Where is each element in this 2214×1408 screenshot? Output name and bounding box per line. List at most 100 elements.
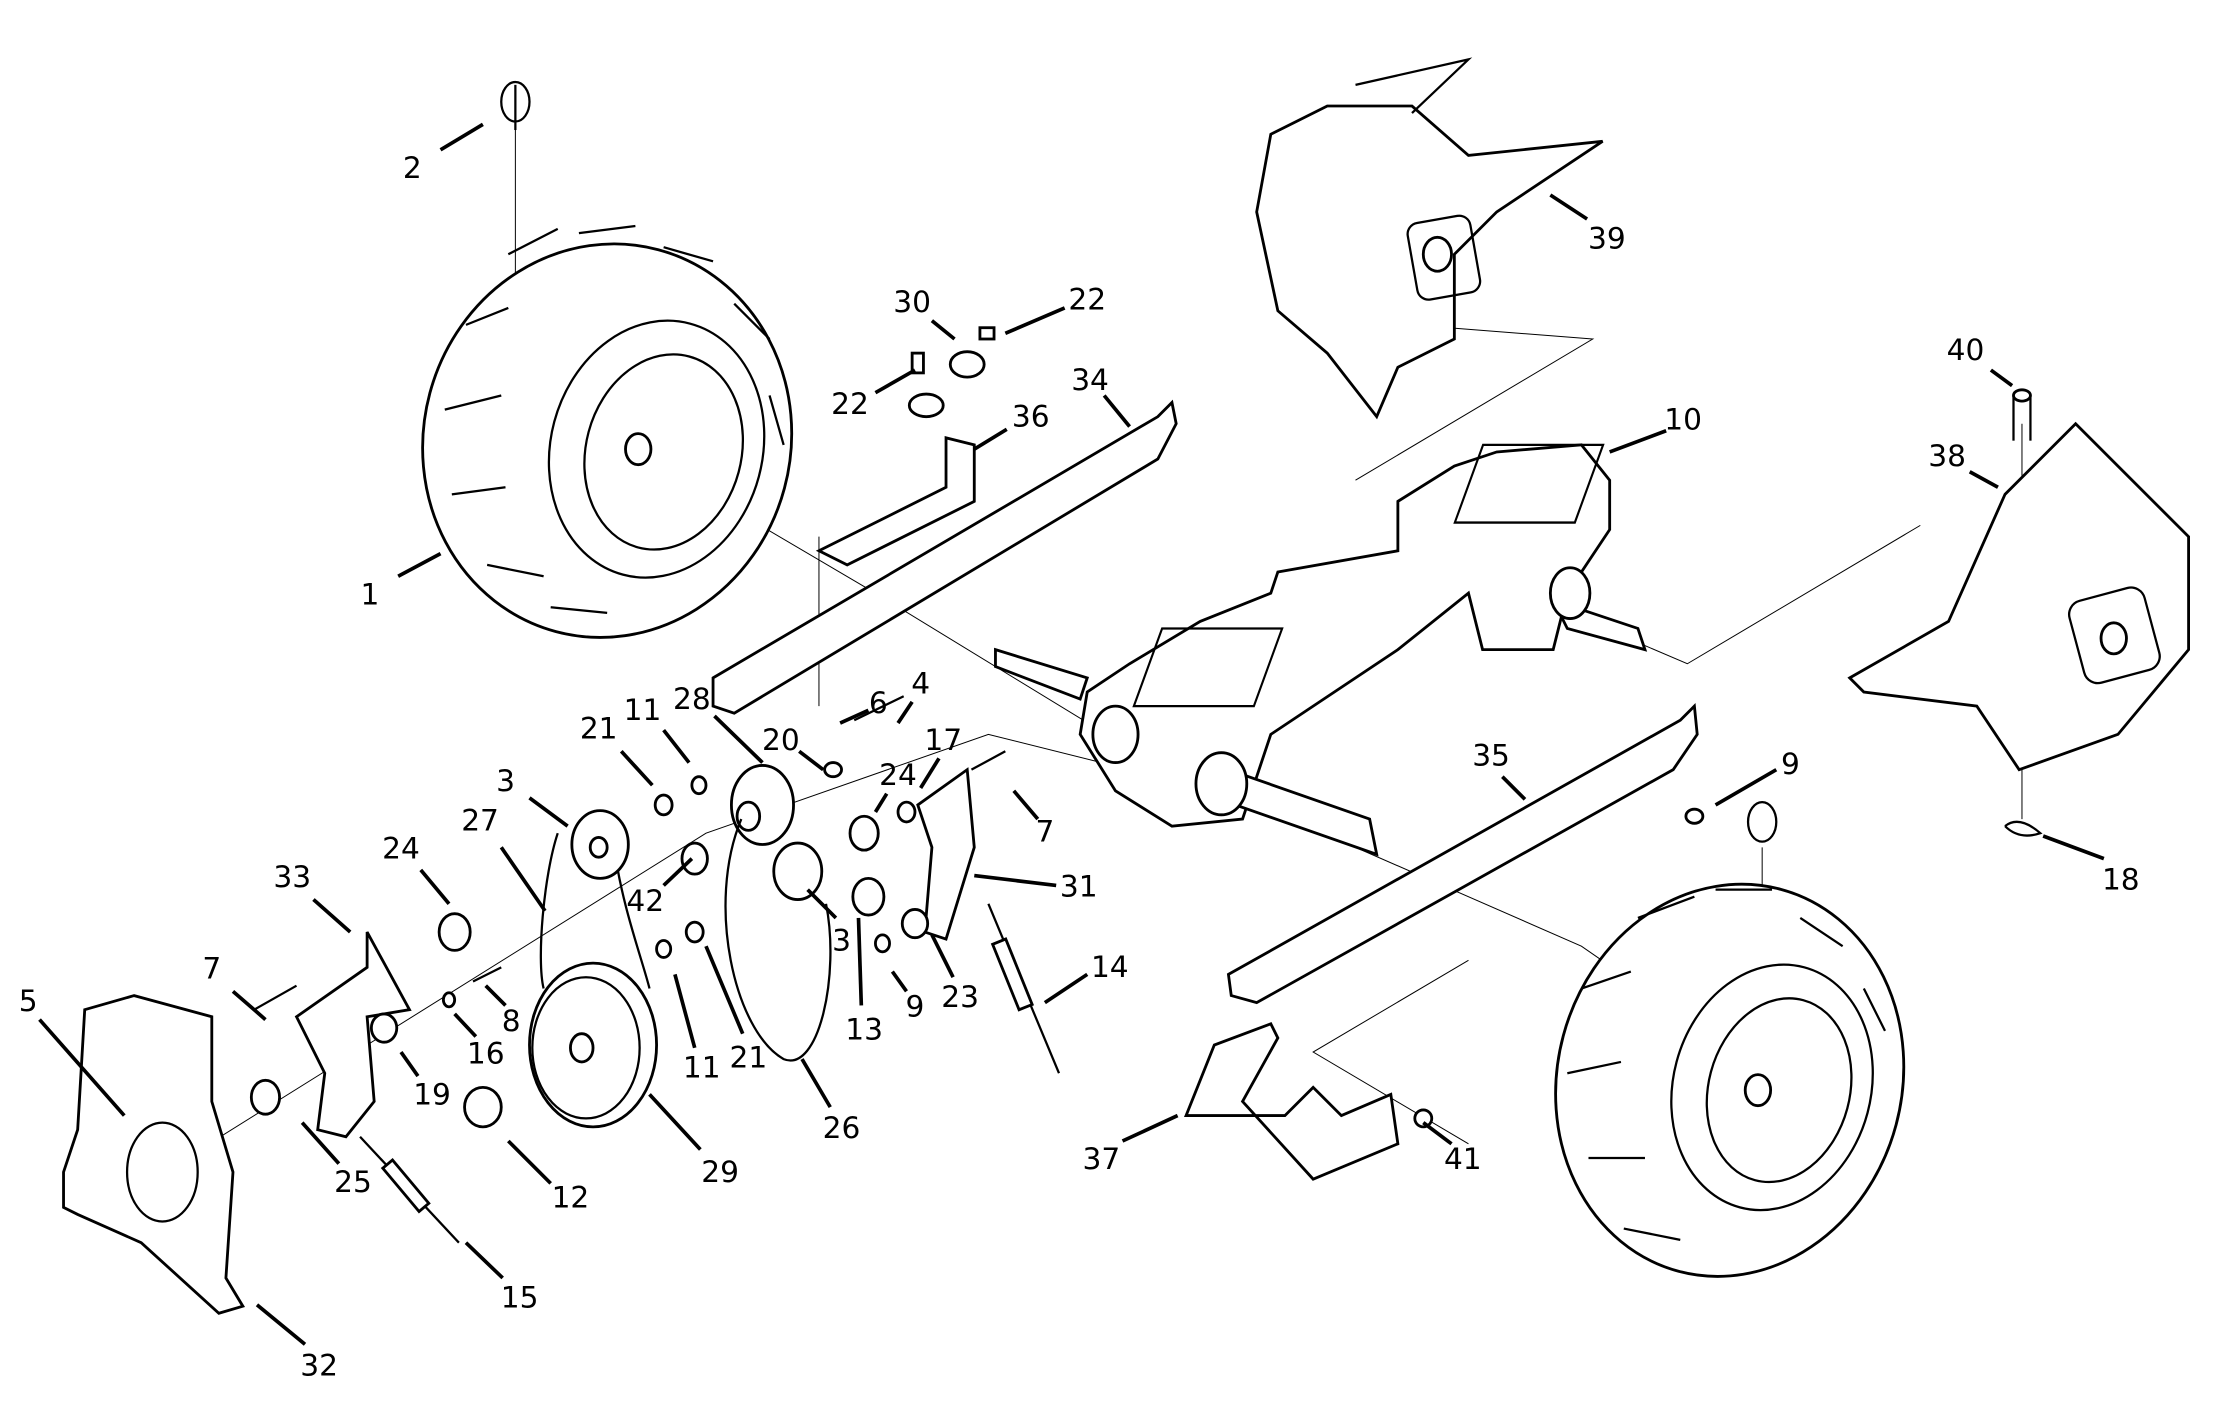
pulley-3	[570, 809, 630, 880]
callout-25: 25	[334, 1164, 372, 1199]
leader-line	[1714, 768, 1778, 807]
callout-24: 24	[382, 831, 420, 866]
leader-line	[484, 984, 507, 1007]
callout-8: 8	[502, 1003, 521, 1038]
callout-32: 32	[300, 1347, 338, 1382]
pulley-28	[729, 764, 795, 846]
leader-line	[464, 1241, 504, 1280]
leader-line	[1609, 429, 1667, 454]
leader-line	[874, 368, 916, 395]
bracket-36	[815, 436, 976, 567]
plate-32	[62, 994, 246, 1315]
leader-line	[439, 122, 484, 152]
frame-bar-35	[1226, 703, 1699, 1005]
callout-36: 36	[1012, 399, 1050, 434]
wheel-left	[421, 224, 794, 639]
callout-14: 14	[1091, 949, 1129, 984]
leader-line	[798, 749, 825, 772]
bracket-33	[294, 931, 412, 1139]
callout-40: 40	[1947, 332, 1985, 367]
leader-line	[1121, 1113, 1179, 1143]
callout-17: 17	[924, 722, 962, 757]
leader-line	[930, 934, 955, 979]
leader-line	[1501, 775, 1527, 801]
callout-5: 5	[19, 983, 38, 1018]
callout-23: 23	[941, 979, 979, 1014]
callout-16: 16	[467, 1035, 505, 1070]
callout-41: 41	[1444, 1141, 1482, 1176]
leader-line	[662, 728, 691, 764]
callout-15: 15	[501, 1280, 539, 1315]
leader-line	[231, 989, 267, 1021]
leader-line	[1968, 470, 1999, 489]
small-hardware	[249, 695, 1705, 1129]
leader-line	[499, 846, 547, 912]
callout-21: 21	[729, 1040, 767, 1075]
callout-13: 13	[845, 1011, 883, 1046]
leader-line	[1989, 368, 2014, 388]
leader-line	[704, 945, 745, 1035]
leader-line	[973, 427, 1008, 451]
spring-15	[359, 1136, 460, 1244]
leader-line	[312, 898, 352, 934]
leader-line	[873, 792, 889, 813]
leader-line	[839, 708, 870, 725]
leader-line	[806, 888, 838, 920]
hitch-pin-2b	[1746, 801, 1778, 843]
leader-line	[38, 1018, 126, 1117]
leader-line	[1102, 394, 1132, 428]
callout-26: 26	[823, 1110, 861, 1145]
spring-14	[987, 903, 1061, 1074]
wheel-right	[1554, 882, 1906, 1278]
belt-26	[724, 818, 832, 1062]
idler-3b	[772, 841, 824, 901]
callout-11: 11	[683, 1049, 721, 1084]
frame-bar-34	[711, 399, 1178, 715]
bracket-31	[916, 767, 976, 941]
leader-line	[713, 714, 764, 764]
leader-line	[2042, 834, 2105, 861]
callout-19: 19	[413, 1076, 451, 1111]
transmission-10	[994, 443, 1648, 857]
callout-34: 34	[1071, 362, 1109, 397]
callout-22: 22	[831, 386, 869, 421]
callout-18: 18	[2102, 862, 2140, 897]
leader-line	[662, 857, 694, 887]
leader-line	[800, 1058, 832, 1109]
hitch-pin-2	[500, 80, 531, 131]
leader-line	[300, 1121, 341, 1165]
callout-1: 1	[361, 576, 380, 611]
pulley-29	[528, 961, 658, 1129]
leader-line	[930, 319, 956, 341]
callout-42: 42	[626, 883, 664, 918]
callout-11: 11	[624, 692, 662, 727]
callout-35: 35	[1472, 737, 1510, 772]
leader-line	[419, 868, 451, 905]
callout-20: 20	[762, 722, 800, 757]
leader-line	[1549, 193, 1589, 221]
leader-line	[919, 757, 941, 789]
leader-line	[673, 973, 697, 1049]
tine-38	[1847, 388, 2190, 837]
callout-2: 2	[403, 150, 422, 185]
callout-27: 27	[461, 802, 499, 837]
callout-31: 31	[1060, 869, 1098, 904]
callout-7: 7	[202, 951, 221, 986]
shield-37	[1183, 1022, 1400, 1181]
callout-21: 21	[580, 711, 618, 746]
leader-line	[255, 1303, 307, 1346]
leader-line	[619, 750, 654, 787]
leader-line	[890, 970, 908, 993]
callout-22: 22	[1068, 281, 1106, 316]
callout-33: 33	[273, 859, 311, 894]
leader-line	[1043, 972, 1089, 1005]
callout-4: 4	[911, 665, 930, 700]
leader-line	[1012, 789, 1040, 821]
callout-38: 38	[1928, 438, 1966, 473]
callout-37: 37	[1082, 1141, 1120, 1176]
leader-line	[399, 1050, 420, 1078]
callout-39: 39	[1588, 221, 1626, 256]
